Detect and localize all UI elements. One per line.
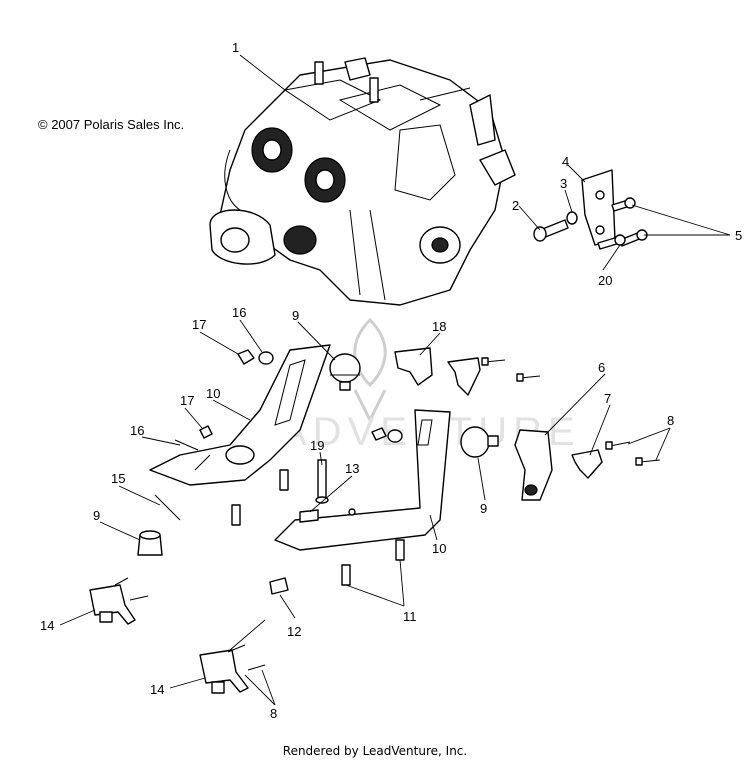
callout-13: 13	[345, 461, 359, 476]
rivet-8-bottom-b[interactable]	[247, 664, 266, 671]
nut-17-lower[interactable]	[199, 425, 213, 439]
callout-17-lower: 17	[180, 393, 194, 408]
callout-2: 2	[512, 198, 519, 213]
callout-14-bottom: 14	[150, 682, 164, 697]
callout-16-upper: 16	[232, 305, 246, 320]
callout-12: 12	[287, 624, 301, 639]
callout-8-right: 8	[667, 413, 674, 428]
bracket-14-left[interactable]	[89, 584, 136, 625]
nut-17-upper[interactable]	[237, 349, 255, 365]
rivet-18-b[interactable]	[516, 373, 541, 382]
bracket-18[interactable]	[394, 347, 481, 396]
bracket-14-bottom[interactable]	[199, 649, 249, 694]
bolt-11-b[interactable]	[341, 564, 351, 586]
rivet-14-left-b[interactable]	[129, 595, 149, 601]
callout-1: 1	[232, 40, 239, 55]
nut-right[interactable]	[371, 427, 387, 441]
isolator-9-top[interactable]	[329, 353, 361, 391]
bracket-7[interactable]	[571, 449, 603, 479]
callout-9-top: 9	[292, 308, 299, 323]
washer-right[interactable]	[387, 429, 403, 443]
copyright-notice: © 2007 Polaris Sales Inc.	[38, 117, 185, 132]
washer-3[interactable]	[566, 211, 578, 225]
mount-plate-left[interactable]	[149, 344, 331, 486]
rivet-8-bottom-a[interactable]	[227, 644, 246, 653]
callout-9-left: 9	[93, 508, 100, 523]
mount-plate-right[interactable]	[274, 409, 451, 551]
isolator-9-right[interactable]	[460, 426, 499, 458]
bolt-19[interactable]	[315, 459, 329, 504]
engine-mount-bracket[interactable]	[581, 169, 616, 246]
callout-5: 5	[735, 228, 742, 243]
callout-4: 4	[562, 154, 569, 169]
rivet-8-a[interactable]	[605, 441, 631, 450]
callout-14-left: 14	[40, 618, 54, 633]
rivet-18-a[interactable]	[481, 357, 506, 366]
bolt-2[interactable]	[533, 219, 569, 242]
callout-19: 19	[310, 438, 324, 453]
callout-6: 6	[598, 360, 605, 375]
callout-11: 11	[403, 609, 417, 624]
torque-link-6[interactable]	[514, 429, 553, 501]
engine-assembly[interactable]	[209, 57, 516, 306]
callout-20: 20	[598, 273, 612, 288]
callout-17-upper: 17	[192, 317, 206, 332]
callout-3: 3	[560, 176, 567, 191]
callout-10-left: 10	[206, 386, 220, 401]
callout-10-right: 10	[432, 541, 446, 556]
bolt-left-plate[interactable]	[231, 469, 289, 526]
rivet-8-b[interactable]	[635, 457, 661, 466]
bumper-12[interactable]	[269, 577, 289, 595]
washer-16-lower[interactable]	[174, 439, 199, 451]
leader-lines	[59, 54, 731, 706]
bolt-20[interactable]	[597, 234, 626, 250]
rendered-by-footer: Rendered by LeadVenture, Inc.	[282, 744, 468, 758]
callout-8-bottom: 8	[270, 706, 277, 721]
spacer-15[interactable]	[154, 494, 181, 521]
callout-9-right: 9	[480, 501, 487, 516]
isolator-9-left[interactable]	[137, 530, 163, 556]
callout-16-lower: 16	[130, 423, 144, 438]
callout-7: 7	[604, 391, 611, 406]
bolt-11-a[interactable]	[395, 539, 405, 561]
washer-16-upper[interactable]	[258, 351, 274, 365]
spacer-13[interactable]	[299, 509, 319, 523]
bolt-5-upper[interactable]	[611, 197, 636, 212]
rivet-14-left-a[interactable]	[114, 577, 129, 586]
callout-18: 18	[432, 319, 446, 334]
callout-15: 15	[111, 471, 125, 486]
